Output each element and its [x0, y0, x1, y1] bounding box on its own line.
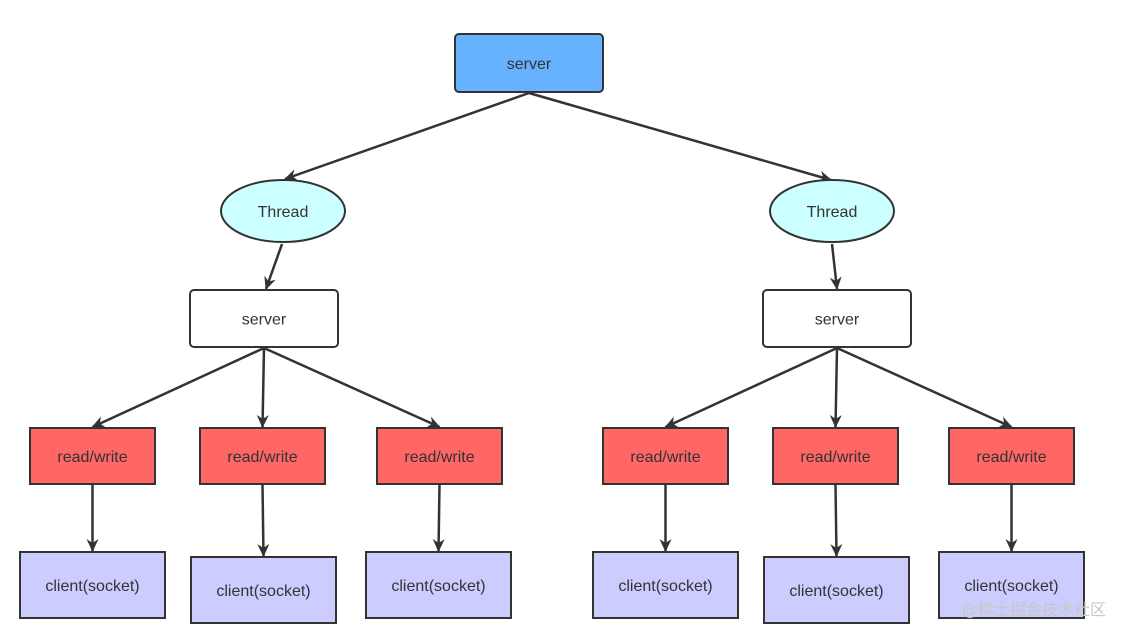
- rw-node-left-3: read/write: [376, 427, 503, 485]
- server-node-left: server: [189, 289, 339, 348]
- client-node-left-2-box: [190, 556, 337, 624]
- rw-node-right-2-label: read/write: [800, 449, 870, 466]
- client-node-left-2: client(socket): [190, 556, 337, 624]
- rw-node-left-1-box: [29, 427, 156, 485]
- arrow-root-to-thread-left: [284, 91, 530, 181]
- arrow-server-to-rw-left-1: [91, 346, 265, 429]
- rw-node-right-3-box: [948, 427, 1075, 485]
- client-node-right-3: client(socket): [938, 551, 1085, 619]
- arrow-server-to-rw-right-1: [664, 346, 838, 429]
- thread-node-left-shape: [220, 179, 346, 243]
- client-node-left-3: client(socket): [365, 551, 512, 619]
- rw-node-right-3: read/write: [948, 427, 1075, 485]
- thread-node-right-label: Thread: [807, 204, 858, 221]
- rw-node-left-1: read/write: [29, 427, 156, 485]
- client-node-left-1: client(socket): [19, 551, 166, 619]
- arrow-thread-to-server-left: [264, 243, 284, 290]
- server-node-right-label: server: [815, 312, 860, 329]
- rw-node-left-3-label: read/write: [404, 449, 474, 466]
- thread-node-left: Thread: [220, 179, 346, 243]
- thread-node-right-shape: [769, 179, 895, 243]
- rw-node-left-2: read/write: [199, 427, 326, 485]
- arrow-server-to-rw-right-3: [836, 346, 1013, 429]
- client-node-left-3-label: client(socket): [391, 578, 485, 595]
- server-node-right-box: [762, 289, 912, 348]
- arrow-server-to-rw-right-2: [829, 347, 842, 428]
- client-node-left-1-box: [19, 551, 166, 619]
- rw-node-right-1-label: read/write: [630, 449, 700, 466]
- rw-node-right-2: read/write: [772, 427, 899, 485]
- client-node-left-3-box: [365, 551, 512, 619]
- arrow-server-to-rw-left-2: [256, 347, 269, 428]
- client-node-left-2-label: client(socket): [216, 583, 310, 600]
- thread-node-right: Thread: [769, 179, 895, 243]
- client-node-right-1: client(socket): [592, 551, 739, 619]
- rw-node-right-3-label: read/write: [976, 449, 1046, 466]
- arrow-server-to-rw-left-3: [263, 346, 441, 429]
- rw-node-left-1-label: read/write: [57, 449, 127, 466]
- rw-node-right-2-box: [772, 427, 899, 485]
- root-server-node-box: [454, 33, 604, 93]
- rw-node-left-3-box: [376, 427, 503, 485]
- arrow-rw-to-client-right-2: [830, 484, 843, 557]
- arrow-rw-to-client-left-2: [257, 484, 270, 557]
- rw-node-left-2-label: read/write: [227, 449, 297, 466]
- client-node-right-3-box: [938, 551, 1085, 619]
- client-node-left-1-label: client(socket): [45, 578, 139, 595]
- rw-node-right-1-box: [602, 427, 729, 485]
- client-node-right-2: client(socket): [763, 556, 910, 624]
- arrow-root-to-thread-right: [528, 91, 832, 183]
- rw-node-left-2-box: [199, 427, 326, 485]
- watermark-text: @稀土掘金技术社区: [962, 600, 1107, 619]
- arrow-rw-to-client-left-3: [432, 484, 445, 552]
- rw-node-right-1: read/write: [602, 427, 729, 485]
- thread-node-left-label: Thread: [258, 204, 309, 221]
- arrow-thread-to-server-right: [829, 243, 842, 290]
- client-node-right-1-label: client(socket): [618, 578, 712, 595]
- client-node-right-2-box: [763, 556, 910, 624]
- client-node-right-3-label: client(socket): [964, 578, 1058, 595]
- server-node-left-label: server: [242, 312, 287, 329]
- server-node-right: server: [762, 289, 912, 348]
- root-server-node: server: [454, 33, 604, 93]
- root-server-node-label: server: [507, 56, 552, 73]
- server-node-left-box: [189, 289, 339, 348]
- client-node-right-1-box: [592, 551, 739, 619]
- client-node-right-2-label: client(socket): [789, 583, 883, 600]
